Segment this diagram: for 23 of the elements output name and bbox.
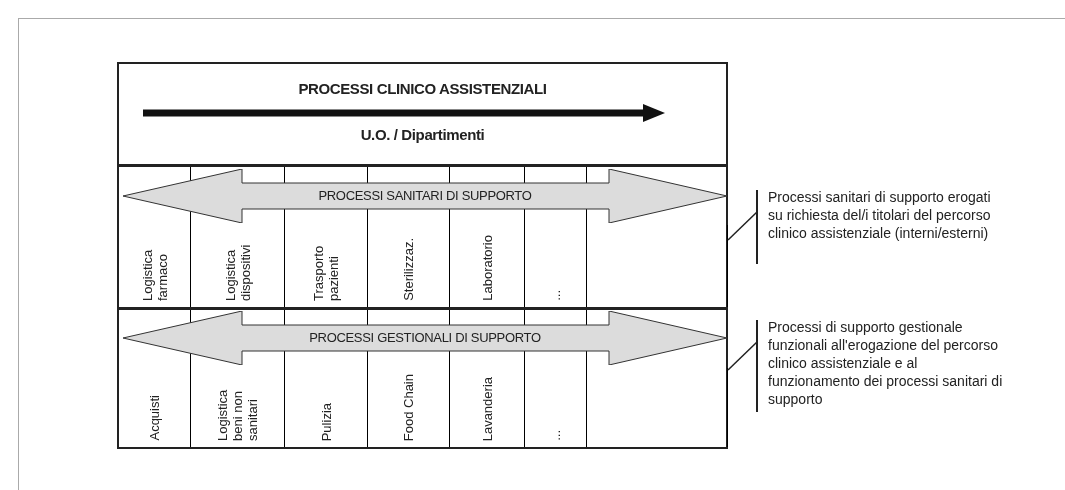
column-label: Pulizia (318, 402, 334, 441)
process-band (117, 165, 728, 309)
column-label: Sterilizzaz. (401, 238, 416, 301)
leader-line (727, 341, 758, 371)
header-title: PROCESSI CLINICO ASSISTENZIALI (298, 79, 547, 99)
band-title: PROCESSI GESTIONALI DI SUPPORTO (309, 329, 541, 348)
column-label: Logistica dispositivi (222, 243, 253, 301)
callout-text: Processi sanitari di supporto erogati su richiesta del/i titolari del percorso clinico assistenziale (interni/esterni) (768, 188, 992, 242)
column-label: Logistica beni non sanitari (215, 388, 260, 441)
callout-text: Processi di supporto gestionale funzionali all'erogazione del percorso clinico assistenziale e al funzionamento dei processi sanitari di supporto (768, 318, 1004, 408)
process-band (117, 308, 728, 449)
column-label: Trasporto pazienti (311, 244, 341, 301)
band-title: PROCESSI SANITARI DI SUPPORTO (318, 187, 532, 206)
column-label: Lavanderia (479, 376, 495, 441)
leader-line (727, 211, 758, 241)
header-subtitle: U.O. / Dipartimenti (360, 125, 485, 145)
column-label: Logistica farmaco (139, 248, 170, 301)
column-label: Food Chain (401, 373, 416, 441)
column-label: Acquisti (147, 395, 162, 441)
column-label: Laboratorio (479, 235, 495, 301)
column-label: ... (548, 430, 563, 441)
column-label: ... (548, 290, 563, 301)
process-header-box (117, 62, 728, 166)
